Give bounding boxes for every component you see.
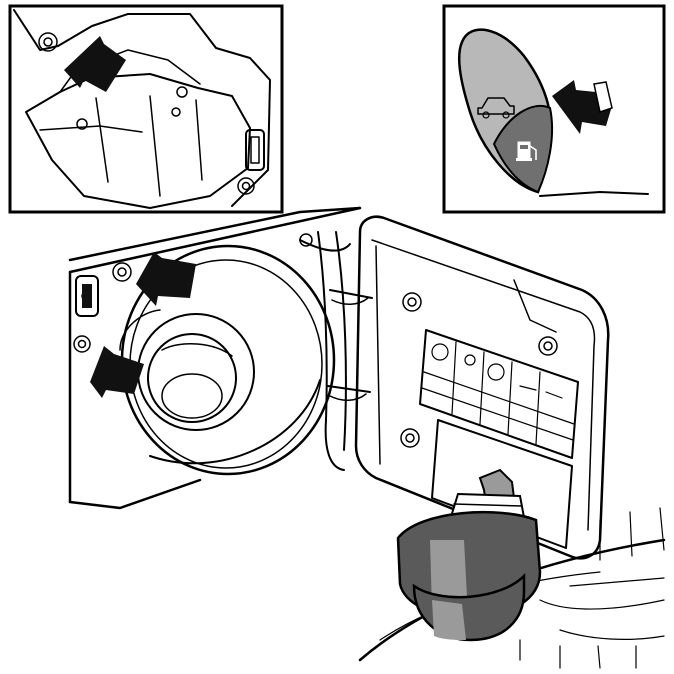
- cap-holder: [431, 419, 573, 549]
- car-icon: [477, 97, 515, 119]
- arrow-icon: [90, 346, 144, 398]
- tire-pressure-label: [419, 329, 579, 459]
- fuel-door-lock-slot: [82, 284, 92, 308]
- arrow-icon: [136, 252, 196, 306]
- inset-release-button: [442, 4, 666, 214]
- tire-pressure-icon: [431, 343, 563, 399]
- arrow-icon: [64, 36, 126, 92]
- fuel-filler-recess: [68, 206, 362, 510]
- fuel-pump-icon: [516, 141, 537, 161]
- fuel-cap: [396, 468, 542, 642]
- fuel-door: [354, 215, 610, 560]
- fuel-door-hinge: [299, 231, 373, 471]
- inset-fuel-door-lock: [8, 4, 284, 214]
